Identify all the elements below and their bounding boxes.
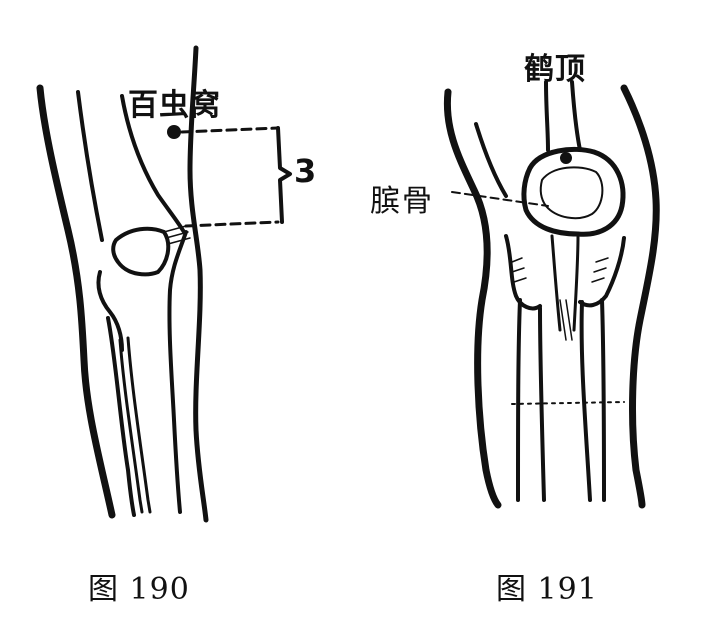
fig191-tibia-inner-left xyxy=(538,306,546,502)
fig191-patella-inner xyxy=(539,166,604,220)
fig190-hamstring-line xyxy=(76,90,104,242)
fig191-acupoint-label: 鹤顶 xyxy=(524,52,586,87)
fig190-distance-label: 3 xyxy=(294,152,317,190)
fig190-caption: 图 190 xyxy=(88,572,190,607)
fig190-brace xyxy=(276,126,292,224)
fig191-bone-leader xyxy=(451,191,549,207)
fig190-anterior-outline xyxy=(187,45,209,523)
fig191-tibia-inner-right xyxy=(579,300,592,502)
fig191-ligament-right xyxy=(572,234,580,332)
figure-190-drawing xyxy=(36,45,209,523)
fig190-calf-inner xyxy=(106,316,136,517)
fig190-tibia-shaft xyxy=(167,230,188,514)
fig190-femur-front xyxy=(120,94,186,234)
fig190-acupoint-group xyxy=(167,125,292,228)
fig191-tibia-left xyxy=(516,298,522,502)
fig191-tendon-right xyxy=(570,80,582,152)
fig190-posterior-outline xyxy=(36,84,116,519)
fig191-patella xyxy=(521,146,626,237)
fig191-acupoint-dot xyxy=(560,152,572,164)
fig191-acupoint-group xyxy=(451,152,572,207)
fig190-fibula-1 xyxy=(118,338,144,514)
fig191-bone-label: 膑骨 xyxy=(370,184,434,219)
fig191-condyle-right xyxy=(578,236,626,308)
fig191-left-muscle xyxy=(474,122,508,198)
fig191-caption: 图 191 xyxy=(496,572,598,607)
fig191-condyle-left xyxy=(504,234,542,311)
fig191-left-outline xyxy=(443,88,502,509)
fig191-tendon-left xyxy=(544,80,550,152)
fig191-right-outline xyxy=(620,84,660,509)
fig190-dash-top xyxy=(180,126,280,134)
fig191-hatching xyxy=(511,257,609,341)
fig190-joint-shading xyxy=(163,225,191,245)
fig190-dash-bottom xyxy=(184,220,280,228)
fig190-tibia-head xyxy=(96,270,124,352)
fig191-ligament-left xyxy=(550,234,562,332)
figure-191-drawing xyxy=(443,80,660,509)
fig190-patella xyxy=(111,226,171,277)
fig191-tibia-right xyxy=(600,298,606,502)
fig191-dotted-line xyxy=(511,401,625,405)
fig190-acupoint-label: 百虫窝 xyxy=(128,88,221,123)
fig190-acupoint-dot xyxy=(167,125,181,139)
fig190-fibula-2 xyxy=(126,336,152,514)
